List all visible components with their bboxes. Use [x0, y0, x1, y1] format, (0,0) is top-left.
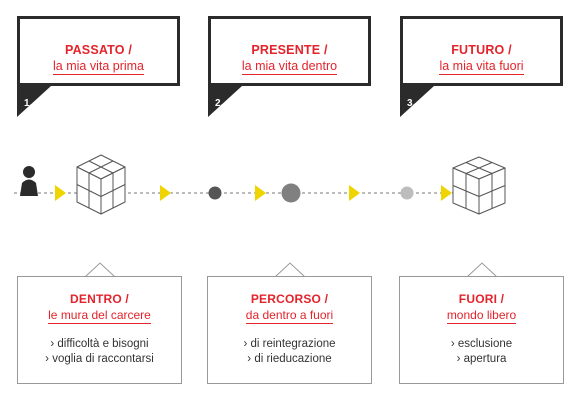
step-number: 1. [24, 98, 33, 109]
top-box-subtitle: la mia vita dentro [241, 59, 338, 75]
bottom-box-fuori: FUORI / mondo libero › esclusione › aper… [399, 276, 564, 384]
list-item: › di rieducazione [247, 353, 332, 365]
list-item: › esclusione [450, 338, 513, 350]
list-item: › difficoltà e bisogni [50, 338, 149, 350]
bottom-box-subtitle: mondo libero [446, 308, 517, 324]
top-box-title: PRESENTE / [251, 43, 328, 57]
bottom-box-subtitle: da dentro a fuori [245, 308, 334, 324]
bottom-box-dentro: DENTRO / le mura del carcere › difficolt… [17, 276, 182, 384]
arrow-icon [255, 185, 266, 201]
arrow-icon [441, 185, 452, 201]
top-box-passato: PASSATO / la mia vita prima [17, 16, 180, 86]
callout-pointer [84, 262, 498, 278]
light-gray-dot-icon [400, 186, 414, 200]
arrow-icon [55, 185, 66, 201]
cube-icon [76, 154, 126, 215]
top-box-title: PASSATO / [64, 43, 133, 57]
step-number: 2. [215, 98, 224, 109]
top-box-title: FUTURO / [451, 43, 512, 57]
cube-icon [452, 156, 506, 215]
bottom-box-title: DENTRO / [70, 292, 129, 306]
list-item: › voglia di raccontarsi [45, 353, 154, 365]
large-gray-dot-icon [281, 183, 301, 203]
bottom-box-list: › difficoltà e bisogni › voglia di racco… [18, 337, 181, 367]
top-box-presente: PRESENTE / la mia vita dentro [208, 16, 371, 86]
step-number: 3. [407, 98, 416, 109]
bottom-box-subtitle: le mura del carcere [48, 308, 151, 324]
list-item: › di reintegrazione [243, 338, 336, 350]
top-box-futuro: FUTURO / la mia vita fuori [400, 16, 563, 86]
top-box-subtitle: la mia vita fuori [439, 59, 524, 75]
list-item: › apertura [456, 353, 507, 365]
bottom-box-percorso: PERCORSO / da dentro a fuori › di reinte… [207, 276, 372, 384]
bottom-box-list: › esclusione › apertura [400, 337, 563, 367]
top-box-subtitle: la mia vita prima [53, 59, 144, 75]
bottom-box-list: › di reintegrazione › di rieducazione [208, 337, 371, 367]
arrow-icon [349, 185, 360, 201]
arrow-icon [160, 185, 171, 201]
person-icon [20, 166, 38, 196]
bottom-box-title: PERCORSO / [250, 292, 329, 306]
dark-dot-icon [208, 186, 222, 200]
bottom-box-title: FUORI / [458, 292, 505, 306]
